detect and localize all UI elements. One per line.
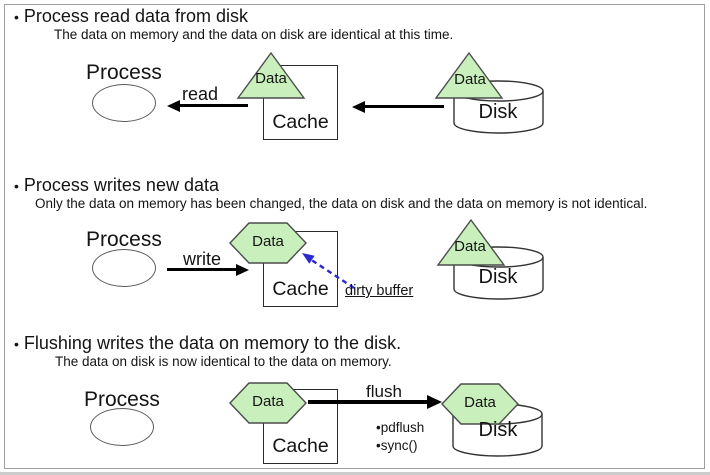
cache-box: Cache [263,389,338,464]
flush-note-sync: •sync() [376,438,418,453]
section-3-subtitle: The data on disk is now identical to the… [55,354,392,369]
section-1-title: • Process read data from disk [14,6,248,27]
disk-label: Disk [478,266,518,288]
cache-label: Cache [272,278,329,300]
cache-data-hexagon [229,382,307,424]
bottom-edge-band [0,472,710,475]
section-2-subtitle: Only the data on memory has been changed… [35,196,648,211]
disk-label: Disk [478,419,518,441]
process-ellipse [92,84,156,122]
disk-to-cache-arrow-line [363,105,444,108]
section-1-title-text: Process read data from disk [23,6,249,26]
write-arrow-head-icon [236,264,249,276]
disk-label: Disk [478,101,518,123]
bullet-icon: • [14,178,19,194]
process-ellipse [92,249,156,287]
write-arrow-label: write [183,249,222,269]
disk-to-cache-arrow-head-icon [352,101,365,113]
section-2-title: • Process writes new data [14,175,219,196]
section-1-subtitle: The data on memory and the data on disk … [54,27,454,42]
slide-border [4,4,705,469]
disk-data-triangle [434,51,504,99]
section-3-title: • Flushing writes the data on memory to … [14,333,401,354]
flush-arrow-line [308,400,429,404]
disk-data-hexagon [441,383,519,425]
process-label: Process [84,388,160,411]
process-label: Process [86,228,162,251]
write-arrow-line [167,268,238,271]
disk-data-triangle [436,218,506,266]
bullet-icon: • [14,9,19,25]
read-arrow-label: read [182,84,219,104]
cache-label: Cache [272,111,329,133]
cache-box: Cache [263,65,338,140]
flush-arrow-head-icon [427,395,442,409]
read-arrow-head-icon [167,100,180,112]
process-label: Process [86,61,162,84]
section-2-title-text: Process writes new data [23,175,219,195]
dirty-buffer-label: dirty buffer [345,283,414,299]
flush-note-pdflush: •pdflush [376,420,425,435]
disk-data-label: Data [454,238,486,255]
cache-box: Cache [263,231,338,307]
read-arrow-line [178,104,248,107]
cache-data-hexagon [229,222,307,264]
bullet-icon: • [14,336,19,352]
section-3-title-text: Flushing writes the data on memory to th… [23,333,402,353]
flush-arrow-label: flush [366,382,402,401]
disk-data-label: Data [454,71,486,88]
disk-data-label: Data [464,394,496,411]
process-ellipse [90,408,154,446]
cache-data-label: Data [255,70,287,87]
cache-label: Cache [272,435,329,457]
cache-data-label: Data [252,393,284,410]
cache-data-label: Data [252,233,284,250]
dirty-buffer-arrow [302,253,355,290]
cache-data-triangle [236,51,306,99]
